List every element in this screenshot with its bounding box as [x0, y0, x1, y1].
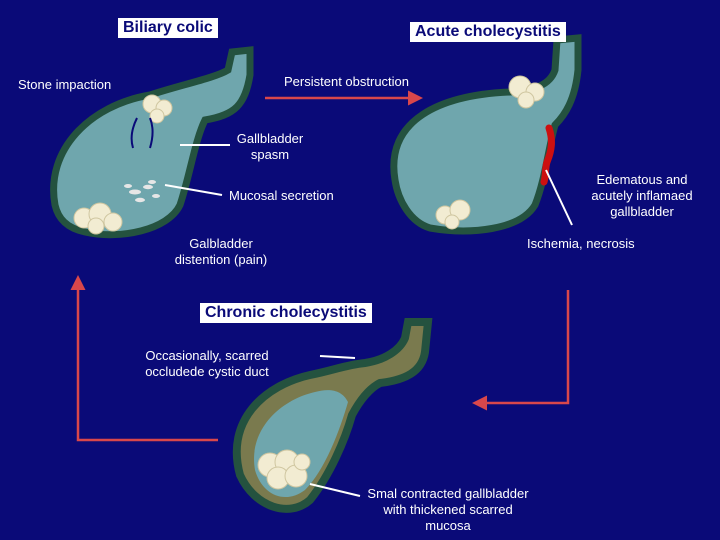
label-persistent-obstruction: Persistent obstruction — [284, 74, 410, 89]
arrow-chronic-to-colic — [70, 275, 218, 442]
mucosal-secretion-droplets — [124, 180, 160, 203]
label-mucosal-secretion: Mucosal secretion — [229, 188, 334, 203]
title-biliary-colic: Biliary colic — [118, 18, 218, 38]
gallbladder-biliary-colic — [50, 46, 254, 239]
inflamed-wall-segment — [540, 124, 555, 186]
label-line: mucosa — [425, 518, 471, 533]
cycle-arrows — [70, 90, 570, 442]
label-stone-impaction: Stone impaction — [18, 77, 112, 92]
label-line: Smal contracted gallbladder — [367, 486, 529, 501]
pointer-lines — [164, 144, 573, 497]
arrow-down-to-chronic — [472, 290, 570, 411]
label-line: spasm — [250, 147, 290, 162]
label-line: Occasionally, scarred — [145, 348, 269, 363]
stone-cluster-top — [142, 94, 173, 124]
title-acute-cholecystitis: Acute cholecystitis — [410, 22, 566, 42]
label-line: distention (pain) — [174, 252, 268, 267]
spasm-arrow-up — [149, 117, 154, 149]
gallbladder-acute-cholecystitis — [390, 34, 582, 235]
stone-cluster-fundus — [435, 199, 471, 230]
label-line: Gallbladder — [236, 131, 304, 146]
stone-cluster-chronic — [257, 449, 311, 490]
label-line: acutely inflamaed — [591, 188, 693, 203]
gallbladder-chronic-cholecystitis — [232, 318, 433, 513]
label-edematous: Edematous and acutely inflamaed gallblad… — [580, 172, 704, 220]
label-scarred-duct: Occasionally, scarred occludede cystic d… — [132, 348, 282, 380]
stone-cluster-neck — [508, 75, 545, 109]
label-line: occludede cystic duct — [145, 364, 269, 379]
label-ischemia-necrosis: Ischemia, necrosis — [527, 236, 635, 251]
label-contracted-gallbladder: Smal contracted gallbladder with thicken… — [358, 486, 538, 534]
label-gallbladder-distention: Galbladder distention (pain) — [166, 236, 276, 268]
title-chronic-cholecystitis: Chronic cholecystitis — [200, 303, 372, 323]
label-line: gallbladder — [610, 204, 674, 219]
spasm-arrow-down — [130, 117, 138, 149]
stone-cluster-bottom — [73, 202, 123, 235]
label-gallbladder-spasm: Gallbladder spasm — [232, 131, 308, 163]
label-line: with thickened scarred — [383, 502, 513, 517]
label-line: Galbladder — [189, 236, 253, 251]
label-line: Edematous and — [596, 172, 688, 187]
